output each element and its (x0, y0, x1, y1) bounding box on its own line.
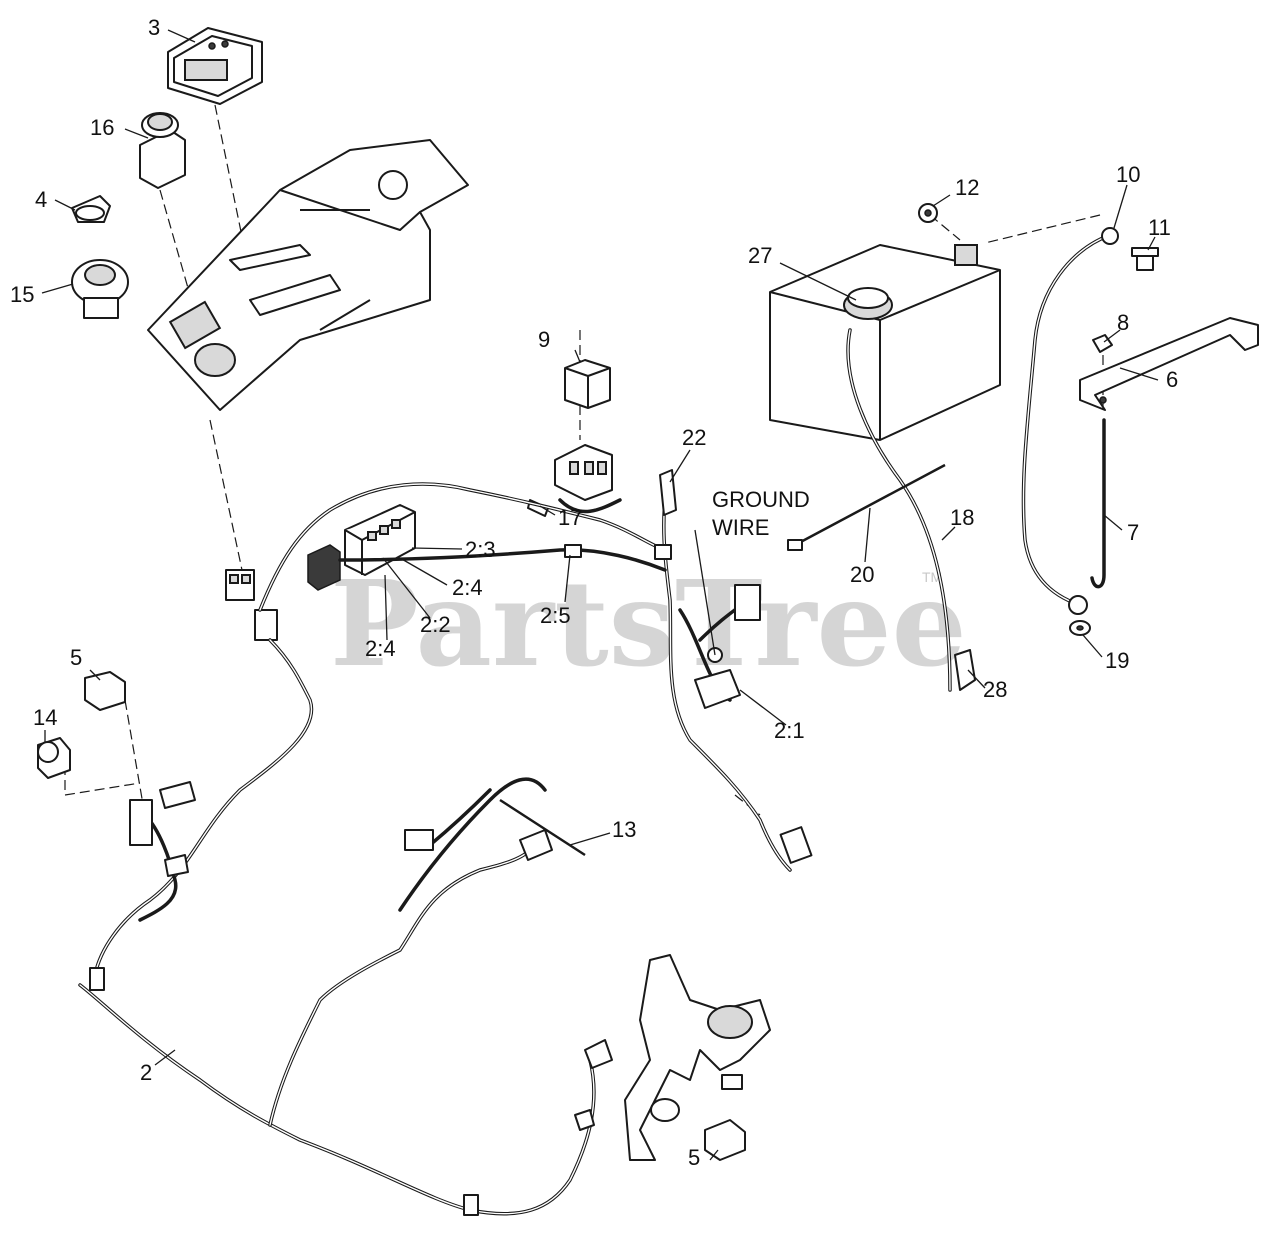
part-22-harness-right (659, 469, 813, 872)
part-4-key[interactable] (71, 195, 111, 223)
part-15-ignition-switch[interactable] (71, 259, 129, 319)
ground-wire-note: GROUND WIRE (712, 487, 810, 540)
note-ground-line1: GROUND (712, 487, 810, 512)
callout-5-upper[interactable]: 5 (70, 645, 82, 670)
callout-2-3[interactable]: 2:3 (465, 537, 496, 562)
connector-block-left (225, 569, 278, 641)
callout-22[interactable]: 22 (682, 425, 706, 450)
callout-9[interactable]: 9 (538, 327, 550, 352)
callout-10[interactable]: 10 (1116, 162, 1140, 187)
callouts: 3 16 4 15 9 22 17 2:3 2:4 2:2 2:4 2:5 12… (10, 15, 1178, 1170)
fuse-block (344, 504, 416, 576)
connector-2-4-black (307, 544, 341, 591)
callout-19[interactable]: 19 (1105, 648, 1129, 673)
part-9-relay[interactable] (564, 359, 611, 409)
callout-2-1[interactable]: 2:1 (774, 718, 805, 743)
harness-main-upper (93, 482, 672, 977)
part-5-switch-upper[interactable] (84, 671, 126, 711)
watermark: PartsTree TM (330, 554, 967, 693)
pedal-bracket (624, 954, 771, 1161)
callout-5-lower[interactable]: 5 (688, 1145, 700, 1170)
part-18-battery-cable[interactable] (846, 328, 976, 692)
callout-16[interactable]: 16 (90, 115, 114, 140)
callout-4[interactable]: 4 (35, 187, 47, 212)
part-3-display-module[interactable] (167, 27, 263, 105)
callout-2-4-b[interactable]: 2:4 (365, 636, 396, 661)
callout-17[interactable]: 17 (558, 505, 582, 530)
callout-6[interactable]: 6 (1166, 367, 1178, 392)
part-20-cable-tie[interactable] (787, 463, 946, 551)
callout-2[interactable]: 2 (140, 1060, 152, 1085)
callout-8[interactable]: 8 (1117, 310, 1129, 335)
harness-main-lower (78, 777, 613, 1216)
part-19-washer[interactable] (1069, 620, 1091, 636)
part-12-nut[interactable] (918, 203, 938, 223)
callout-14[interactable]: 14 (33, 705, 57, 730)
callout-2-2[interactable]: 2:2 (420, 612, 451, 637)
part-11-bolt[interactable] (1131, 247, 1159, 271)
callout-18[interactable]: 18 (950, 505, 974, 530)
callout-7[interactable]: 7 (1127, 520, 1139, 545)
callout-2-4-a[interactable]: 2:4 (452, 575, 483, 600)
part-27-battery[interactable] (769, 244, 1001, 441)
callout-20[interactable]: 20 (850, 562, 874, 587)
part-16-knob-switch[interactable] (139, 112, 186, 189)
callout-11[interactable]: 11 (1148, 215, 1171, 240)
harness-left-branch (129, 781, 196, 922)
part-6-bracket[interactable] (1079, 317, 1259, 411)
part-14-sensor[interactable] (37, 737, 71, 779)
dash-panel (147, 139, 469, 411)
callout-3[interactable]: 3 (148, 15, 160, 40)
callout-13[interactable]: 13 (612, 817, 636, 842)
watermark-text: PartsTree (330, 554, 967, 693)
part-7-rod[interactable] (1090, 418, 1106, 589)
part-10-ground-cable (1021, 227, 1119, 615)
part-13-cable-tie[interactable] (499, 798, 586, 857)
callout-15[interactable]: 15 (10, 282, 34, 307)
callout-28[interactable]: 28 (983, 677, 1007, 702)
leader-lines (41, 29, 1159, 1161)
relay-socket (554, 444, 613, 501)
callout-12[interactable]: 12 (955, 175, 979, 200)
note-ground-line2: WIRE (712, 515, 769, 540)
part-5-switch-lower[interactable] (704, 1119, 746, 1161)
callout-2-5[interactable]: 2:5 (540, 603, 571, 628)
callout-27[interactable]: 27 (748, 243, 772, 268)
